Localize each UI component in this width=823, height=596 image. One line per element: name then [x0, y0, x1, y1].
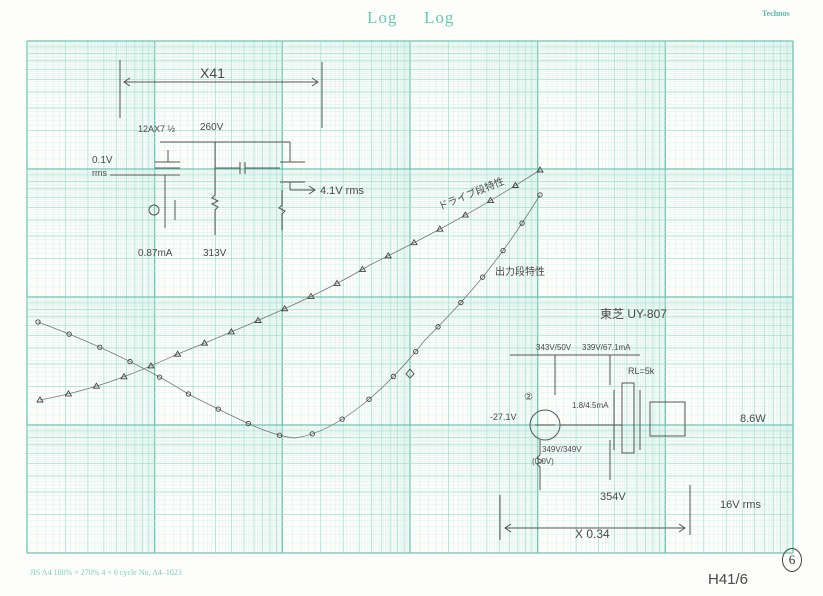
drive-curve-point — [92, 382, 101, 389]
output-curve-point — [309, 431, 315, 437]
drive-curve-point — [486, 196, 495, 204]
label-supply: 354V — [600, 491, 626, 503]
output-curve-point — [35, 319, 41, 325]
drive-curve-point — [36, 396, 44, 403]
label-curve-upper: ドライブ段特性 — [436, 175, 506, 213]
output-curve-point — [97, 344, 103, 350]
drive-curve-point — [358, 265, 367, 272]
output-curve-point — [390, 373, 397, 380]
output-curve-point — [458, 299, 464, 306]
drive-curve-point — [384, 252, 393, 259]
label-power-out: 8.6W — [740, 413, 766, 425]
label-input-level: 0.1V — [92, 155, 113, 166]
label-grid-current: 1.8/4.5mA — [572, 401, 609, 410]
label-cathode-sub: (0.0V) — [532, 457, 554, 466]
output-curve-point — [156, 374, 163, 380]
label-rl: RL=5k — [628, 366, 655, 376]
label-date: H41/6 — [708, 571, 748, 588]
label-x41: X41 — [200, 65, 225, 81]
header-title-left: Log — [367, 8, 398, 27]
label-cathode-v: 349V/349V — [542, 445, 582, 454]
brand-logo: Technos — [762, 9, 790, 18]
drive-curve-point — [333, 279, 341, 286]
label-curve-lower: 出力段特性 — [495, 265, 545, 278]
curve-labels: ドライブ段特性 出力段特性 — [405, 175, 545, 379]
output-curve-point — [185, 391, 192, 397]
circuit-top — [110, 60, 323, 235]
drive-curve-point — [511, 181, 520, 188]
curves — [35, 166, 544, 439]
output-curve-point — [276, 432, 283, 438]
label-plate-voltage: 313V — [203, 248, 227, 259]
drive-curve-point — [120, 372, 128, 380]
label-input-unit: rms — [92, 168, 107, 178]
drive-curve-point — [254, 316, 262, 323]
output-curve-point — [500, 247, 506, 254]
drive-curve-point — [147, 362, 155, 369]
drive-curve-point — [307, 292, 315, 299]
drive-stage-curve — [39, 169, 541, 401]
circuit-bottom-labels: 東芝 UY-807 343V/50V 339V/67.1mA RL=5k ② -… — [490, 306, 766, 588]
label-bias-current: 0.87mA — [138, 248, 173, 259]
label-grid-bias: -27.1V — [490, 412, 517, 422]
circuit-top-labels: X41 12AX7 ½ 260V 0.1V rms 4.1V rms 0.87m… — [92, 65, 365, 259]
drive-curve-point — [436, 225, 444, 232]
drive-curve-point — [410, 238, 418, 246]
label-screen-v: 343V/50V — [536, 343, 572, 352]
output-curve-point — [413, 348, 419, 355]
drive-curve-point — [461, 211, 470, 218]
circuit-bottom — [499, 354, 691, 540]
drive-curve-point — [227, 328, 236, 335]
label-tube-num: ② — [524, 392, 533, 403]
header-title-right: Log — [424, 8, 455, 27]
label-output-level: 4.1V rms — [320, 185, 365, 197]
label-12ax7: 12AX7 ½ — [138, 124, 176, 134]
drive-curve-point — [173, 350, 182, 357]
drive-curve-point — [64, 390, 73, 397]
output-stage-curve — [37, 194, 541, 439]
drive-curve-point — [280, 304, 289, 312]
output-curve-point — [435, 324, 441, 330]
output-curve-point — [127, 358, 133, 365]
drive-curve-point — [536, 166, 544, 173]
output-curve-point — [66, 331, 72, 337]
label-b-plus: 260V — [200, 122, 224, 133]
label-tube-title: 東芝 UY-807 — [600, 306, 667, 321]
output-curve-point — [245, 420, 252, 427]
output-curve-point — [480, 274, 486, 280]
label-x034: X 0.34 — [575, 527, 610, 541]
output-curve-point — [537, 192, 543, 198]
arrow-mark-icon — [405, 368, 415, 379]
output-curve-point — [366, 396, 372, 402]
page-number-circle: 6 — [782, 548, 802, 572]
output-curve-point — [519, 220, 525, 226]
footer-spec: JIS A4 180% × 270% 4 × 6 cycle No. A4–10… — [30, 568, 182, 577]
output-curve-point — [339, 416, 345, 422]
label-screen-b: 339V/67.1mA — [582, 343, 631, 352]
output-curve-point — [215, 406, 221, 412]
drive-curve-point — [200, 339, 209, 346]
label-output-rms: 16V rms — [720, 499, 761, 511]
